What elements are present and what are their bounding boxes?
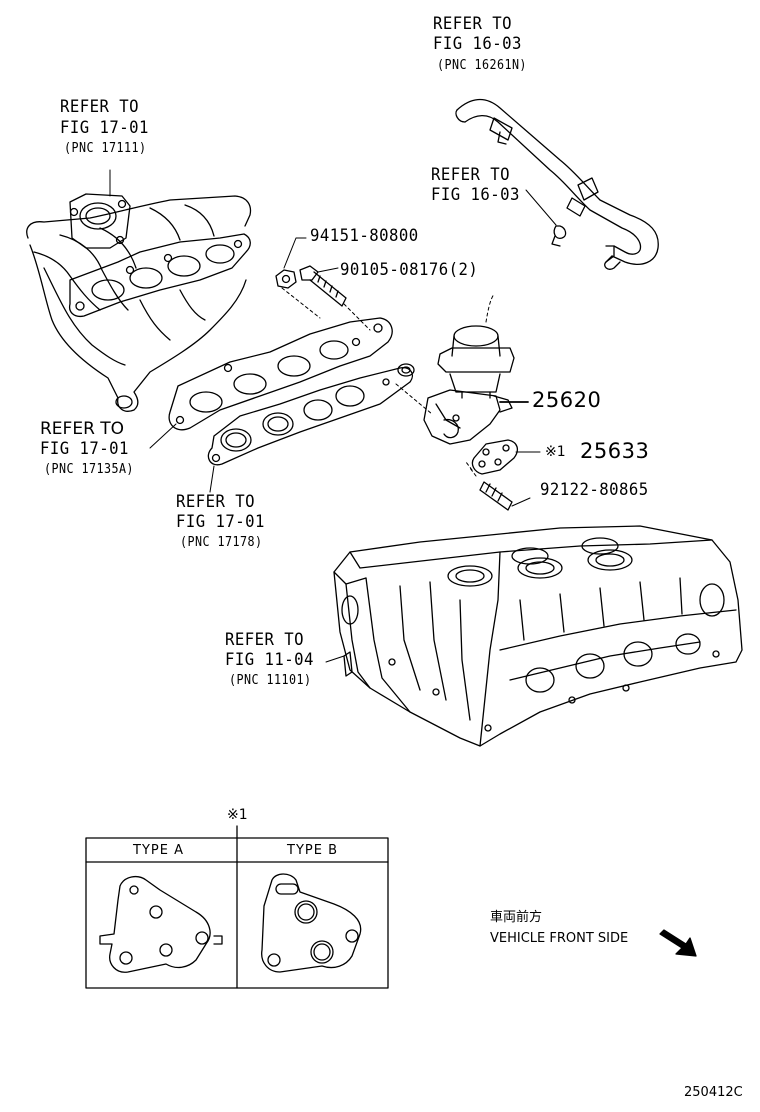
ref-head-pnc: (PNC 11101) bbox=[229, 673, 312, 688]
ref-hose2-line2: FIG 16-03 bbox=[431, 185, 520, 205]
vehicle-front-en: VEHICLE FRONT SIDE bbox=[490, 931, 629, 946]
water-hose-drawing bbox=[455, 98, 659, 270]
cylinder-head-drawing bbox=[325, 525, 743, 747]
manifold-gasket-drawing bbox=[149, 317, 393, 449]
part-94151-80800: 94151-80800 bbox=[310, 226, 419, 246]
part-25633: 25633 bbox=[580, 439, 650, 463]
part-25620: 25620 bbox=[532, 388, 602, 412]
inset-note-mark: ※1 bbox=[227, 807, 248, 823]
exhaust-gasket-drawing bbox=[207, 363, 415, 493]
vehicle-front-arrow-icon bbox=[659, 929, 697, 957]
exhaust-manifold-drawing bbox=[26, 169, 252, 412]
part-90105-08176: 90105-08176(2) bbox=[340, 260, 479, 280]
ref-head-line2: FIG 11-04 bbox=[225, 650, 314, 670]
ref-head-line1: REFER TO bbox=[225, 630, 305, 650]
egr-gasket-drawing bbox=[465, 439, 541, 475]
egr-valve-drawing bbox=[395, 293, 529, 445]
ref-hose2-line1: REFER TO bbox=[431, 165, 511, 185]
vehicle-front-jp: 車両前方 bbox=[490, 910, 543, 925]
ref-gasket-line1: REFER TO bbox=[40, 419, 125, 439]
fasteners-drawing bbox=[275, 237, 531, 511]
ref-hose-line2: FIG 16-03 bbox=[433, 34, 522, 54]
inset-type-a-label: TYPE A bbox=[133, 843, 184, 858]
inset-box bbox=[85, 825, 389, 989]
ref-gasket-line2: FIG 17-01 bbox=[40, 439, 129, 459]
ref-gasket-pnc: (PNC 17135A) bbox=[44, 462, 134, 477]
ref-manifold-line1: REFER TO bbox=[60, 97, 140, 117]
inset-type-b-label: TYPE B bbox=[287, 843, 338, 858]
ref-hose-pnc: (PNC 16261N) bbox=[437, 58, 527, 73]
ref-egasket-line2: FIG 17-01 bbox=[176, 512, 265, 532]
ref-egasket-pnc: (PNC 17178) bbox=[180, 535, 263, 550]
ref-hose-line1: REFER TO bbox=[433, 14, 513, 34]
ref-egasket-line1: REFER TO bbox=[176, 492, 256, 512]
ref-manifold-line2: FIG 17-01 bbox=[60, 118, 149, 138]
figure-code: 250412C bbox=[684, 1085, 743, 1100]
part-92122-80865: 92122-80865 bbox=[540, 480, 649, 500]
ref-manifold-pnc: (PNC 17111) bbox=[64, 141, 147, 156]
part-25633-note-mark: ※1 bbox=[545, 444, 566, 460]
